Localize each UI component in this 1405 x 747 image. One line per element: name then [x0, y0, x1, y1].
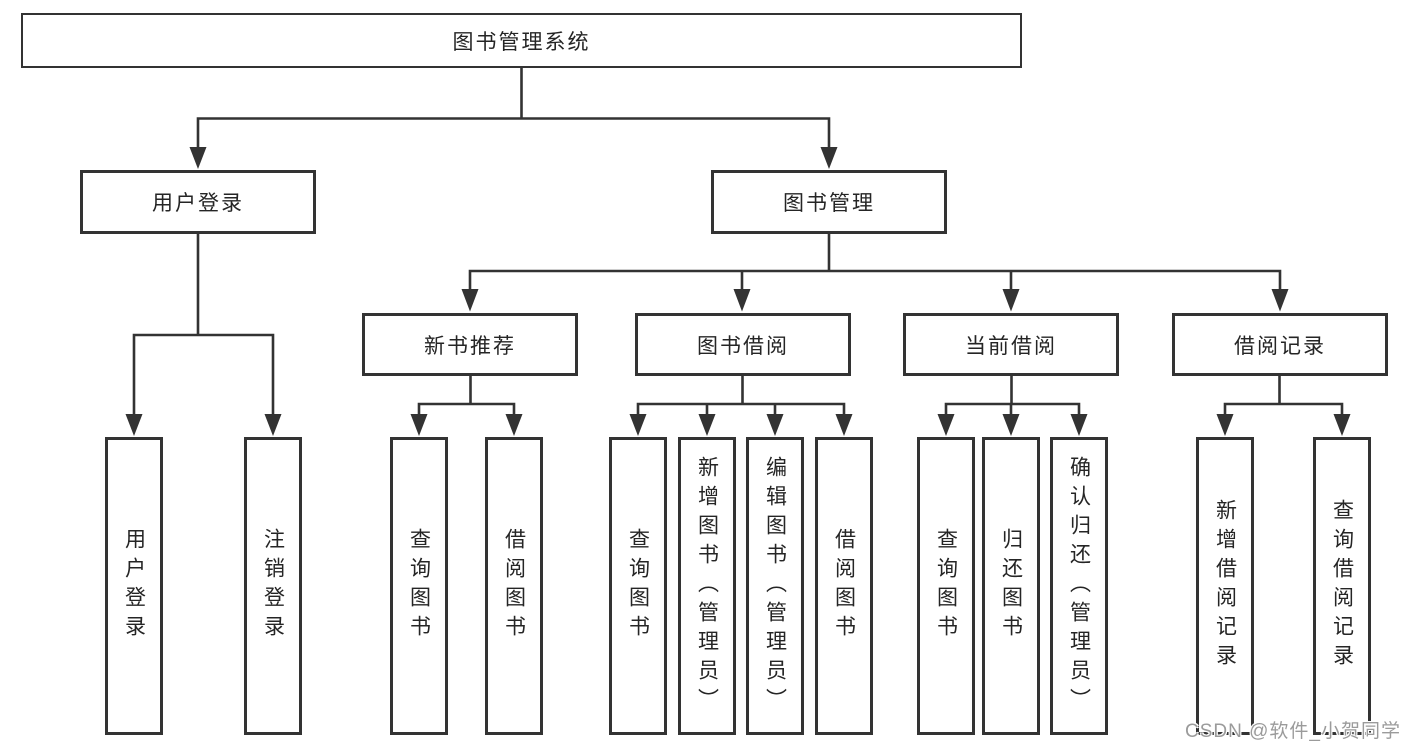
leaf-user-login: 用户登录 — [105, 437, 163, 735]
leaf-query-borrow-record: 查询借阅记录 — [1313, 437, 1371, 735]
leaf-query-books-borrowing: 查询图书 — [609, 437, 667, 735]
node-user-login-label: 用户登录 — [152, 192, 244, 215]
leaf-borrow-books-recommend-label: 借阅图书 — [502, 528, 526, 644]
leaf-confirm-return-admin-label: 确认归还（管理员） — [1067, 455, 1091, 717]
csdn-watermark: CSDN @软件_小贺同学 — [1185, 721, 1401, 742]
node-book-borrowing-label: 图书借阅 — [697, 334, 789, 358]
node-new-book-recommend-label: 新书推荐 — [424, 334, 516, 358]
node-borrowing-records-label: 借阅记录 — [1234, 334, 1326, 358]
node-book-borrowing: 图书借阅 — [635, 313, 851, 376]
leaf-borrow-books-recommend: 借阅图书 — [485, 437, 543, 735]
leaf-query-books-current: 查询图书 — [917, 437, 975, 735]
leaf-edit-books-admin-label: 编辑图书（管理员） — [763, 455, 787, 717]
leaf-query-books-borrowing-label: 查询图书 — [626, 528, 650, 644]
leaf-add-borrow-record: 新增借阅记录 — [1196, 437, 1254, 735]
node-user-login: 用户登录 — [80, 170, 316, 234]
leaf-query-books-recommend-label: 查询图书 — [407, 528, 431, 644]
leaf-query-books-current-label: 查询图书 — [934, 528, 958, 644]
node-book-management: 图书管理 — [711, 170, 947, 234]
leaf-edit-books-admin: 编辑图书（管理员） — [746, 437, 804, 735]
node-root: 图书管理系统 — [21, 13, 1022, 68]
leaf-confirm-return-admin: 确认归还（管理员） — [1050, 437, 1108, 735]
node-root-label: 图书管理系统 — [452, 30, 591, 54]
leaf-add-books-admin-label: 新增图书（管理员） — [695, 455, 719, 717]
node-book-management-label: 图书管理 — [783, 192, 875, 215]
node-current-borrowing: 当前借阅 — [903, 313, 1119, 376]
leaf-user-login-label: 用户登录 — [122, 528, 146, 644]
node-borrowing-records: 借阅记录 — [1172, 313, 1388, 376]
leaf-query-books-recommend: 查询图书 — [390, 437, 448, 735]
leaf-borrow-books: 借阅图书 — [815, 437, 873, 735]
leaf-logout-label: 注销登录 — [261, 528, 285, 644]
node-new-book-recommend: 新书推荐 — [362, 313, 578, 376]
leaf-return-books: 归还图书 — [982, 437, 1040, 735]
node-current-borrowing-label: 当前借阅 — [965, 334, 1057, 358]
leaf-logout: 注销登录 — [244, 437, 302, 735]
leaf-borrow-books-label: 借阅图书 — [832, 528, 856, 644]
leaf-add-borrow-record-label: 新增借阅记录 — [1213, 499, 1237, 673]
leaf-query-borrow-record-label: 查询借阅记录 — [1330, 499, 1354, 673]
leaf-add-books-admin: 新增图书（管理员） — [678, 437, 736, 735]
leaf-return-books-label: 归还图书 — [999, 528, 1023, 644]
